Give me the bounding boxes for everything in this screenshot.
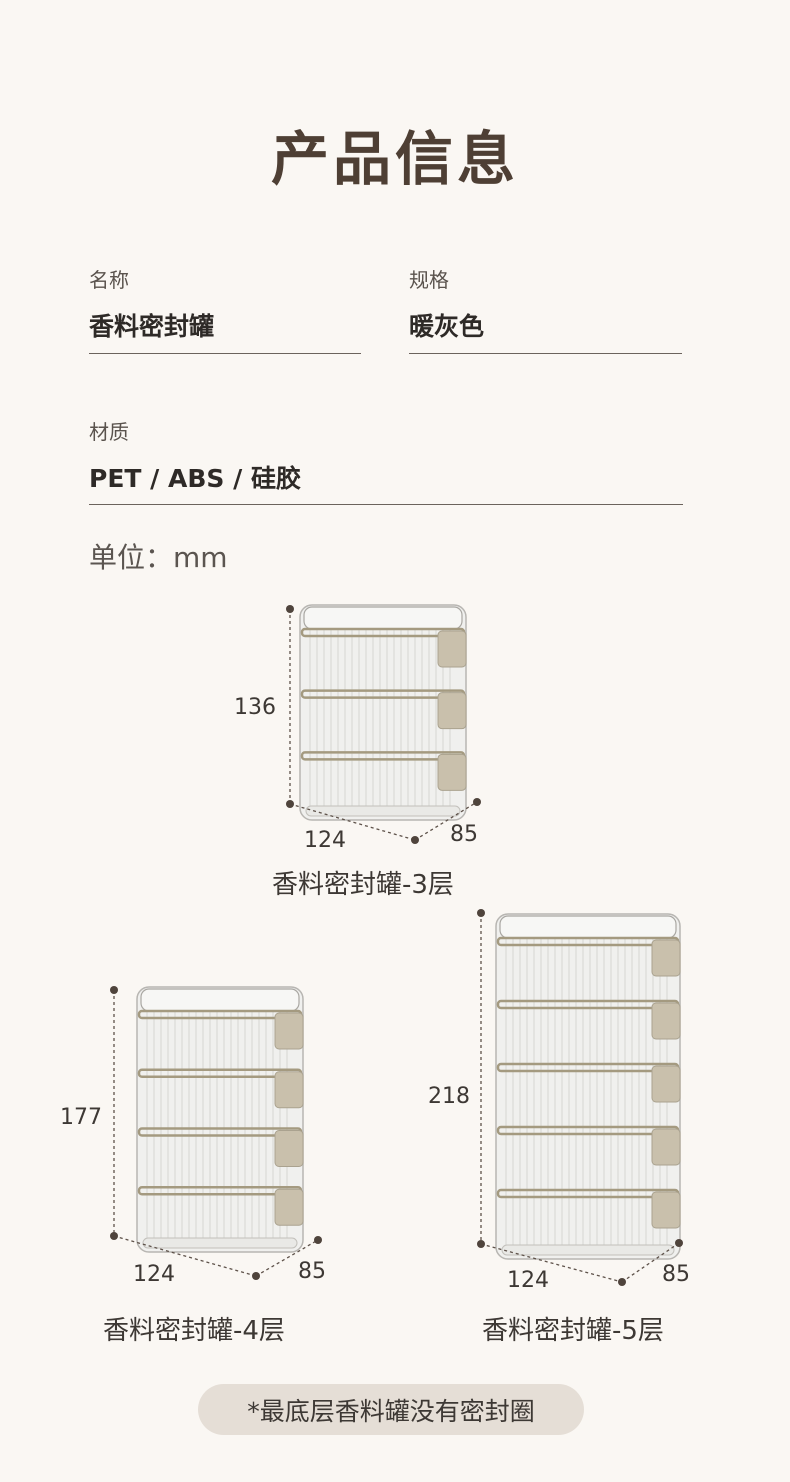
container-base [501,1244,675,1256]
container-base [305,805,461,817]
dimension-dot [110,986,118,994]
latch [651,1191,681,1229]
latch [651,1002,681,1040]
note-badge: *最底层香料罐没有密封圈 [198,1384,584,1435]
dimension-line [289,803,416,841]
caption-3-layer: 香料密封罐-3层 [272,870,454,900]
field-spec: 规格 暖灰色 [409,264,682,354]
field-name: 名称 香料密封罐 [89,264,361,354]
note-text: *最底层香料罐没有密封圈 [247,1396,535,1426]
field-material-value: PET / ABS / 硅胶 [89,464,301,493]
container-lid [303,606,463,630]
container-lid [499,915,677,939]
field-name-value: 香料密封罐 [89,312,215,341]
height-label-5: 218 [428,1084,470,1109]
width-label-4: 124 [133,1262,175,1287]
container-lid [140,988,300,1012]
dimension-line [414,801,478,841]
container-body [136,986,304,1253]
dimension-dot [110,1232,118,1240]
height-label-3: 136 [234,695,276,720]
latch [651,1065,681,1103]
field-material-label: 材质 [89,420,129,444]
dimension-dot [411,836,419,844]
dimension-dot [477,1240,485,1248]
dimension-dot [618,1278,626,1286]
latch [274,1071,304,1109]
field-material: 材质 PET / ABS / 硅胶 [89,416,683,506]
container-base [142,1237,298,1249]
divider [89,353,361,354]
dimension-line [113,1235,257,1277]
caption-4-layer: 香料密封罐-4层 [103,1316,285,1346]
latch [437,753,467,791]
height-label-4: 177 [60,1105,102,1130]
dimension-dot [473,798,481,806]
dimension-line [480,1243,623,1283]
divider [89,504,683,505]
dimension-dot [675,1239,683,1247]
latch [437,692,467,730]
latch [274,1012,304,1050]
dimension-dot [286,605,294,613]
dimension-dot [477,909,485,917]
caption-5-layer: 香料密封罐-5层 [482,1316,664,1346]
page-title: 产品信息 [270,125,519,193]
field-name-label: 名称 [89,268,129,292]
depth-label-5: 85 [662,1262,690,1287]
dimension-dot [252,1272,260,1280]
field-spec-label: 规格 [409,268,449,292]
unit-label: 单位：mm [89,541,228,574]
latch [651,939,681,977]
divider [409,353,682,354]
latch [651,1128,681,1166]
latch [274,1188,304,1226]
dimension-dot [286,800,294,808]
latch [274,1130,304,1167]
width-label-5: 124 [507,1268,549,1293]
dimension-dot [314,1236,322,1244]
width-label-3: 124 [304,828,346,853]
depth-label-4: 85 [298,1259,326,1284]
depth-label-3: 85 [450,822,478,847]
latch [437,630,467,668]
field-spec-value: 暖灰色 [409,312,485,341]
